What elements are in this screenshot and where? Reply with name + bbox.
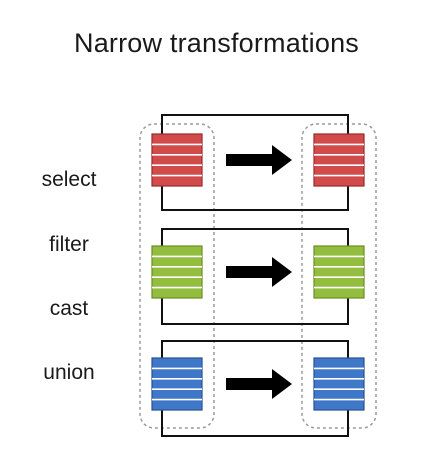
input-partition-block <box>151 357 203 411</box>
input-partition-block <box>151 245 203 299</box>
output-partition-block <box>313 357 365 411</box>
arrow-shaft <box>226 378 274 390</box>
output-partitions-dashed-box <box>301 123 377 429</box>
arrow-head <box>272 145 292 175</box>
arrow-shaft <box>226 266 274 278</box>
operation-label-cast: cast <box>49 297 89 320</box>
arrow-head <box>272 369 292 399</box>
input-partition-block <box>151 133 203 187</box>
diagram-title: Narrow transformations <box>74 28 359 58</box>
operation-label-filter: filter <box>49 233 89 256</box>
arrow-shaft <box>226 154 274 166</box>
output-partition-block <box>313 245 365 299</box>
input-partitions-dashed-box <box>139 123 215 429</box>
operation-label-select: select <box>41 168 97 191</box>
output-partition-block <box>313 133 365 187</box>
operation-label-union: union <box>43 361 95 384</box>
arrow-head <box>272 257 292 287</box>
partition-dashed-borders <box>139 123 377 429</box>
